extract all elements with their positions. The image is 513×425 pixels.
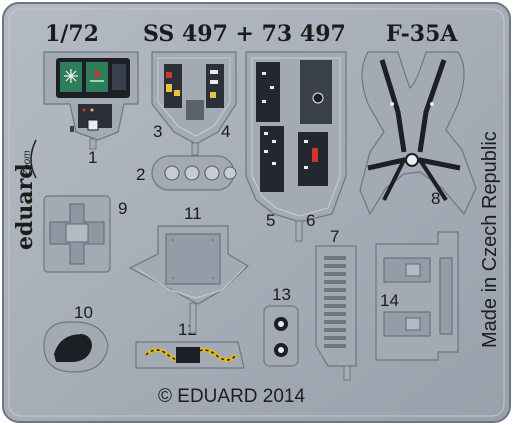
scale-label: 1/72	[45, 21, 99, 47]
zoom-mark: Zoom	[22, 150, 33, 177]
part-number-6: 6	[306, 211, 315, 230]
part-8-seat-harness	[359, 51, 477, 216]
part-number-1: 1	[88, 148, 97, 167]
zoom-swoosh-icon	[30, 139, 37, 179]
part-number-2: 2	[136, 165, 145, 184]
part-7-slotted-strip	[315, 245, 357, 367]
part-number-11: 11	[184, 204, 202, 223]
part-9-cross-plate	[43, 195, 111, 273]
origin-text: Made in Czech Republic	[479, 131, 501, 348]
part-13-knobs	[263, 305, 299, 367]
part-10-handle	[43, 321, 109, 373]
part-5-6-consoles	[245, 51, 347, 223]
part-3-4-side-consoles	[151, 51, 237, 145]
part-number-8: 8	[431, 189, 440, 208]
aircraft-name: F-35A	[386, 21, 458, 47]
fret-frame-inner-edge	[8, 8, 505, 417]
part-14-bracket	[375, 231, 459, 361]
part-number-10: 10	[74, 303, 93, 322]
part-number-3: 3	[153, 122, 162, 141]
part-1-instrument-panel	[43, 51, 139, 141]
part-number-7: 7	[330, 227, 339, 246]
part-number-5: 5	[266, 211, 275, 230]
sprue-tabs	[89, 138, 351, 381]
part-number-14: 14	[380, 291, 399, 310]
part-11-seat	[128, 225, 249, 305]
part-2-knob-strip	[151, 155, 237, 191]
set-codes: SS 497 + 73 497	[143, 21, 346, 47]
part-number-9: 9	[118, 199, 127, 218]
part-number-4: 4	[221, 122, 230, 141]
brand-logo: eduard	[12, 163, 38, 250]
part-12-strap	[135, 341, 245, 369]
copyright-text: © EDUARD 2014	[158, 386, 305, 407]
part-number-13: 13	[272, 285, 291, 304]
